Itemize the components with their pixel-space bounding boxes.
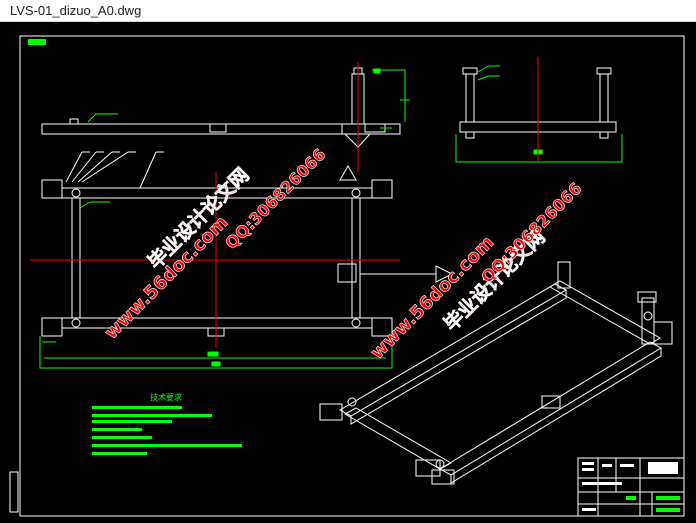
watermark-qq-left: QQ:306826066 (221, 145, 329, 253)
watermark-site-left: www.56doc.com (101, 212, 233, 344)
watermark-right: www.56doc.com 毕业设计论文网 QQ:306826066 (366, 178, 585, 363)
watermark-left: www.56doc.com 毕业设计论文网 QQ:306826066 (100, 144, 329, 344)
front-view-dimensions (87, 68, 410, 129)
title-block (577, 457, 685, 517)
window-titlebar: LVS-01_dizuo_A0.dwg (0, 0, 696, 22)
cad-drawing-viewport[interactable]: 技术要求 www.56doc.com (0, 22, 696, 523)
top-view-centerlines (30, 172, 400, 348)
top-view-dimensions (39, 201, 393, 369)
left-frame-ticks (9, 471, 19, 513)
frame-tag (28, 39, 46, 45)
projection-arrow (360, 265, 454, 283)
isometric-view (319, 261, 673, 485)
tech-notes: 技术要求 (92, 392, 242, 455)
cad-drawing-canvas[interactable]: 技术要求 www.56doc.com (0, 22, 696, 523)
title-block-fills (582, 462, 680, 512)
drawing-border (19, 35, 685, 517)
tech-notes-heading: 技术要求 (150, 392, 182, 402)
watermark-qq-right: QQ:306826066 (477, 179, 585, 287)
side-view-dimensions (455, 65, 623, 163)
window-title: LVS-01_dizuo_A0.dwg (10, 3, 142, 18)
top-view-leaders (65, 151, 164, 189)
